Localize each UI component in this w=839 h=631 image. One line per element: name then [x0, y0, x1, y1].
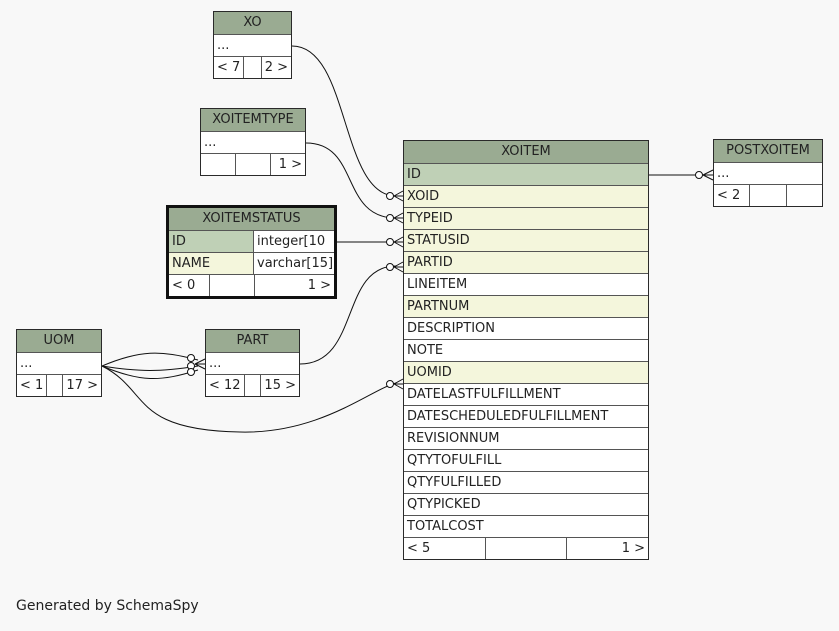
column-partnum: PARTNUM	[404, 295, 648, 317]
column-revisionnum: REVISIONNUM	[404, 427, 648, 449]
crowfoot-marker	[393, 261, 404, 273]
table-xo[interactable]: XO ... < 7 2 >	[213, 11, 292, 79]
column-statusid: STATUSID	[404, 229, 648, 251]
crowfoot-marker	[194, 358, 206, 370]
optional-marker	[187, 354, 195, 362]
parent-count: < 2	[717, 188, 741, 203]
column-placeholder: ...	[214, 34, 291, 56]
column-datelastfulfillment: DATELASTFULFILLMENT	[404, 383, 648, 405]
table-header: XO	[214, 12, 291, 34]
column-typeid: TYPEID	[404, 207, 648, 229]
column-id: ID	[404, 163, 648, 185]
link-uom-part-1	[101, 352, 199, 367]
column-qtytofulfill: QTYTOFULFILL	[404, 449, 648, 471]
optional-marker	[695, 171, 703, 179]
link-uom-part-2	[101, 365, 199, 371]
child-count: 2 >	[260, 57, 291, 78]
column-qtypicked: QTYPICKED	[404, 493, 648, 515]
column-note: NOTE	[404, 339, 648, 361]
column-lineitem: LINEITEM	[404, 273, 648, 295]
parent-count: < 5	[407, 541, 431, 556]
crowfoot-marker	[702, 169, 714, 181]
column-placeholder: ...	[17, 352, 101, 374]
column-datescheduledfulfillment: DATESCHEDULEDFULFILLMENT	[404, 405, 648, 427]
table-header: XOITEM	[404, 141, 648, 163]
generated-by-caption: Generated by SchemaSpy	[16, 598, 199, 614]
column-xoid: XOID	[404, 185, 648, 207]
crowfoot-marker	[393, 190, 404, 202]
column-totalcost: TOTALCOST	[404, 515, 648, 537]
parent-count: < 0	[172, 278, 196, 293]
optional-marker	[386, 238, 394, 246]
optional-marker	[386, 263, 394, 271]
table-footer: < 2	[714, 184, 822, 206]
table-footer: < 7 2 >	[214, 56, 291, 78]
table-footer: < 12 15 >	[206, 374, 299, 396]
table-footer: < 5 1 >	[404, 537, 648, 559]
column-type: integer[10	[257, 234, 326, 249]
child-count: 1 >	[270, 154, 305, 175]
link-uom-part-3	[101, 365, 199, 380]
optional-marker	[386, 214, 394, 222]
table-uom[interactable]: UOM ... < 1 17 >	[16, 329, 102, 397]
crowfoot-marker	[393, 212, 404, 224]
table-part[interactable]: PART ... < 12 15 >	[205, 329, 300, 397]
child-count: 1 >	[566, 538, 648, 559]
table-header: XOITEMSTATUS	[169, 208, 334, 230]
table-xoitem[interactable]: XOITEM ID XOID TYPEID STATUSID PARTID LI…	[403, 140, 649, 560]
crowfoot-marker	[393, 236, 404, 248]
link-uom-xoitem	[101, 365, 397, 433]
table-header: POSTXOITEM	[714, 140, 822, 162]
column-type: varchar[15]	[257, 256, 334, 271]
column-name: NAME	[169, 253, 254, 274]
table-header: PART	[206, 330, 299, 352]
table-header: UOM	[17, 330, 101, 352]
table-footer: < 0 1 >	[169, 274, 334, 296]
child-count: 1 >	[254, 275, 334, 296]
column-description: DESCRIPTION	[404, 317, 648, 339]
link-part-xoitem	[299, 265, 397, 365]
column-placeholder: ...	[201, 131, 305, 153]
crowfoot-marker	[393, 378, 404, 390]
link-xoitemtype-xoitem	[305, 142, 397, 219]
column-partid: PARTID	[404, 251, 648, 273]
parent-count: < 7	[217, 60, 241, 75]
table-footer: < 1 17 >	[17, 374, 101, 396]
optional-marker	[386, 192, 394, 200]
parent-count: < 1	[20, 378, 44, 393]
optional-marker	[187, 368, 195, 376]
column-qtyfulfilled: QTYFULFILLED	[404, 471, 648, 493]
table-xoitemtype[interactable]: XOITEMTYPE ... 1 >	[200, 108, 306, 176]
table-footer: 1 >	[201, 153, 305, 175]
child-count: 15 >	[260, 375, 299, 396]
table-postxoitem[interactable]: POSTXOITEM ... < 2	[713, 139, 823, 207]
column-row: ID integer[10	[169, 230, 334, 252]
table-xoitemstatus[interactable]: XOITEMSTATUS ID integer[10 NAME varchar[…	[166, 205, 337, 299]
link-xo-xoitem	[291, 45, 397, 197]
child-count: 17 >	[62, 375, 101, 396]
optional-marker	[386, 380, 394, 388]
column-row: NAME varchar[15]	[169, 252, 334, 274]
column-uomid: UOMID	[404, 361, 648, 383]
column-placeholder: ...	[206, 352, 299, 374]
column-placeholder: ...	[714, 162, 822, 184]
table-header: XOITEMTYPE	[201, 109, 305, 131]
parent-count: < 12	[209, 378, 241, 393]
column-name: ID	[169, 231, 254, 252]
